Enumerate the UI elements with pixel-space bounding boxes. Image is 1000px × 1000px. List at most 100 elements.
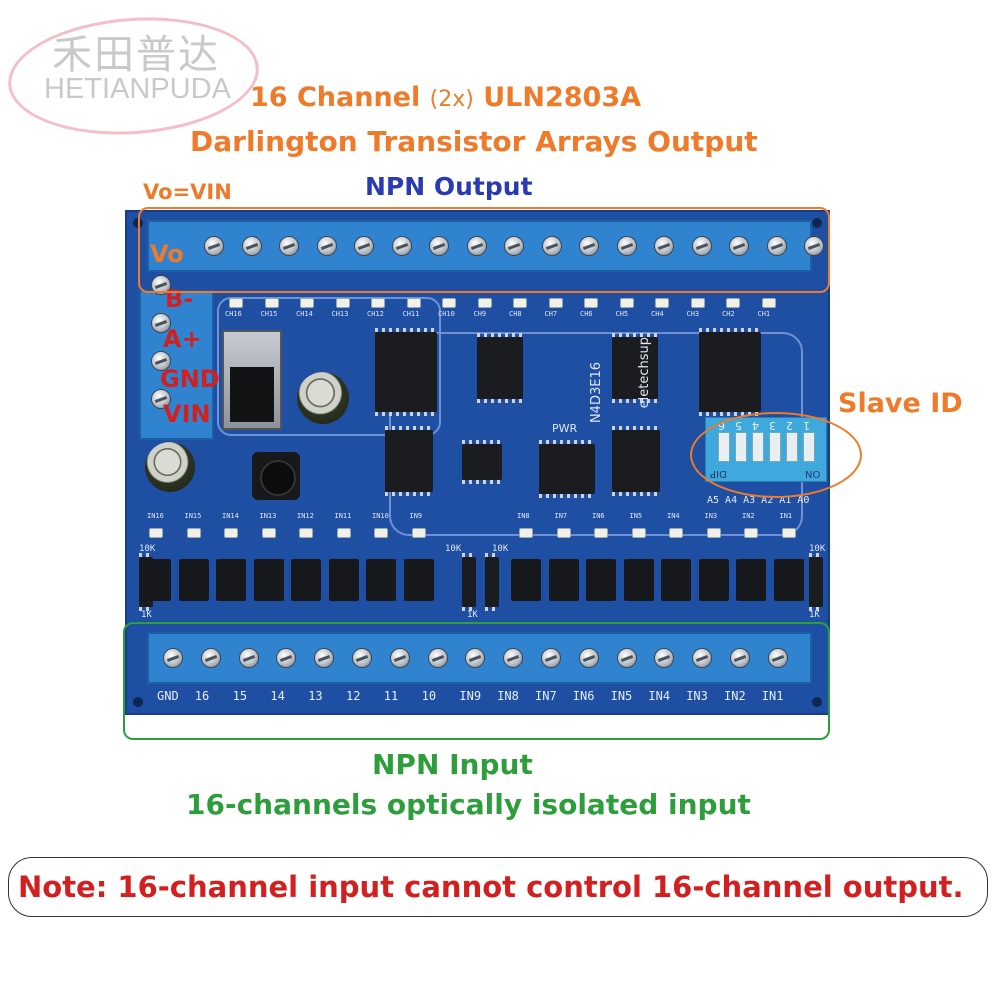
output-channel-label: CH14 <box>296 310 313 318</box>
power-screw-terminal[interactable] <box>151 313 171 333</box>
power-screw-terminal[interactable] <box>151 389 171 409</box>
output-screw-terminal[interactable] <box>804 236 824 256</box>
output-channel-label: CH16 <box>225 310 242 318</box>
output-screw-terminal[interactable] <box>279 236 299 256</box>
input-screw-terminal[interactable] <box>352 648 372 668</box>
isolated-input-label: 16-channels optically isolated input <box>186 788 751 821</box>
power-screw-terminal[interactable] <box>151 351 171 371</box>
pwr-silk: PWR <box>552 422 578 435</box>
input-screw-terminal[interactable] <box>541 648 561 668</box>
input-screw-terminal[interactable] <box>730 648 750 668</box>
output-screw-terminal[interactable] <box>429 236 449 256</box>
output-screw-terminal[interactable] <box>616 236 637 256</box>
title-line1: 16 Channel (2x) ULN2803A <box>250 82 641 113</box>
output-screw-terminal[interactable] <box>766 236 787 256</box>
optocoupler <box>582 559 620 601</box>
power-label-vin: VIN <box>163 400 211 428</box>
output-led <box>300 298 314 308</box>
uln2803-chip-1 <box>375 328 437 416</box>
output-channel-label: CH13 <box>331 310 349 318</box>
input-screw-terminal[interactable] <box>200 648 221 668</box>
input-led-label: IN13 <box>259 512 277 520</box>
output-screw-terminal[interactable] <box>354 236 374 256</box>
input-screw-terminal[interactable] <box>276 648 297 668</box>
input-terminal-label: IN5 <box>610 689 633 703</box>
power-screw-terminal[interactable] <box>151 275 171 295</box>
input-led <box>781 528 796 538</box>
optocoupler <box>212 559 250 601</box>
input-screw-terminal[interactable] <box>654 648 675 668</box>
output-channel-label: CH3 <box>686 310 700 318</box>
output-screw-terminal[interactable] <box>391 236 412 256</box>
capacitor-2 <box>145 442 195 492</box>
input-terminal-label: 13 <box>308 689 323 703</box>
output-screw-terminal[interactable] <box>316 236 337 256</box>
mount-hole-tr <box>812 218 822 228</box>
input-screw-terminal[interactable] <box>465 648 486 668</box>
input-terminal-label: IN1 <box>761 689 784 703</box>
title-2x: (2x) <box>429 87 474 112</box>
output-screw-terminal[interactable] <box>654 236 674 256</box>
output-led <box>690 298 705 308</box>
output-channel-label: CH5 <box>615 310 629 318</box>
power-label-a: A+ <box>163 325 202 353</box>
optocoupler <box>619 559 658 601</box>
optocoupler <box>694 559 733 601</box>
optocoupler <box>507 559 545 601</box>
note-text: Note: 16-channel input cannot control 16… <box>18 870 964 904</box>
slave-id-label: Slave ID <box>838 388 963 419</box>
input-led <box>706 528 721 538</box>
input-screw-terminal[interactable] <box>314 648 335 668</box>
resistor-label: 10K <box>139 544 156 554</box>
input-led-label: IN6 <box>592 512 605 520</box>
watermark-en: HETIANPUDA <box>44 73 231 105</box>
optocoupler <box>732 559 770 601</box>
input-screw-terminal[interactable] <box>616 648 637 668</box>
resistor-label: 1K <box>809 610 820 620</box>
voltage-regulator <box>222 330 282 430</box>
input-led <box>299 528 313 538</box>
input-screw-terminal[interactable] <box>427 648 448 668</box>
vo-vin-label: Vo=VIN <box>143 180 232 204</box>
output-screw-terminal[interactable] <box>691 236 712 256</box>
optocoupler <box>769 559 808 601</box>
optocoupler <box>399 559 438 601</box>
input-screw-terminal[interactable] <box>163 648 183 668</box>
output-screw-terminal[interactable] <box>504 236 524 256</box>
optocoupler <box>137 559 175 601</box>
output-screw-terminal[interactable] <box>729 236 749 256</box>
output-screw-terminal[interactable] <box>241 236 262 256</box>
npn-output-label: NPN Output <box>365 172 533 201</box>
output-screw-terminal[interactable] <box>579 236 599 256</box>
brand-silk: eletechsup <box>637 337 652 409</box>
uln2803-chip-2 <box>699 328 761 416</box>
resistor-network-4 <box>809 553 823 611</box>
output-channel-label: CH7 <box>544 310 558 318</box>
input-led-label: IN14 <box>222 512 239 520</box>
npn-input-label: NPN Input <box>372 748 533 781</box>
power-label-b: B- <box>165 285 194 313</box>
resistor-label: 10K <box>492 544 509 554</box>
input-terminal-label: 14 <box>270 689 285 703</box>
output-screw-terminal[interactable] <box>541 236 562 256</box>
input-terminal-label: IN7 <box>535 689 557 703</box>
output-screw-terminal[interactable] <box>204 236 224 256</box>
input-led <box>374 528 388 538</box>
resistor-label: 1K <box>141 610 152 620</box>
output-led <box>406 298 421 308</box>
input-screw-terminal[interactable] <box>389 648 410 668</box>
output-channel-label: CH1 <box>757 310 771 318</box>
input-terminal-label: IN9 <box>459 689 482 703</box>
capacitor-1 <box>297 372 349 424</box>
input-screw-terminal[interactable] <box>767 648 788 668</box>
output-screw-terminal[interactable] <box>466 236 487 256</box>
power-terminal-block <box>139 275 214 440</box>
input-screw-terminal[interactable] <box>692 648 713 668</box>
input-led <box>519 528 533 538</box>
input-led <box>594 528 608 538</box>
input-screw-terminal[interactable] <box>578 648 599 668</box>
input-terminal-label: 10 <box>421 689 437 703</box>
input-screw-terminal[interactable] <box>503 648 524 668</box>
input-led-label: IN2 <box>742 512 755 520</box>
input-screw-terminal[interactable] <box>238 648 259 668</box>
